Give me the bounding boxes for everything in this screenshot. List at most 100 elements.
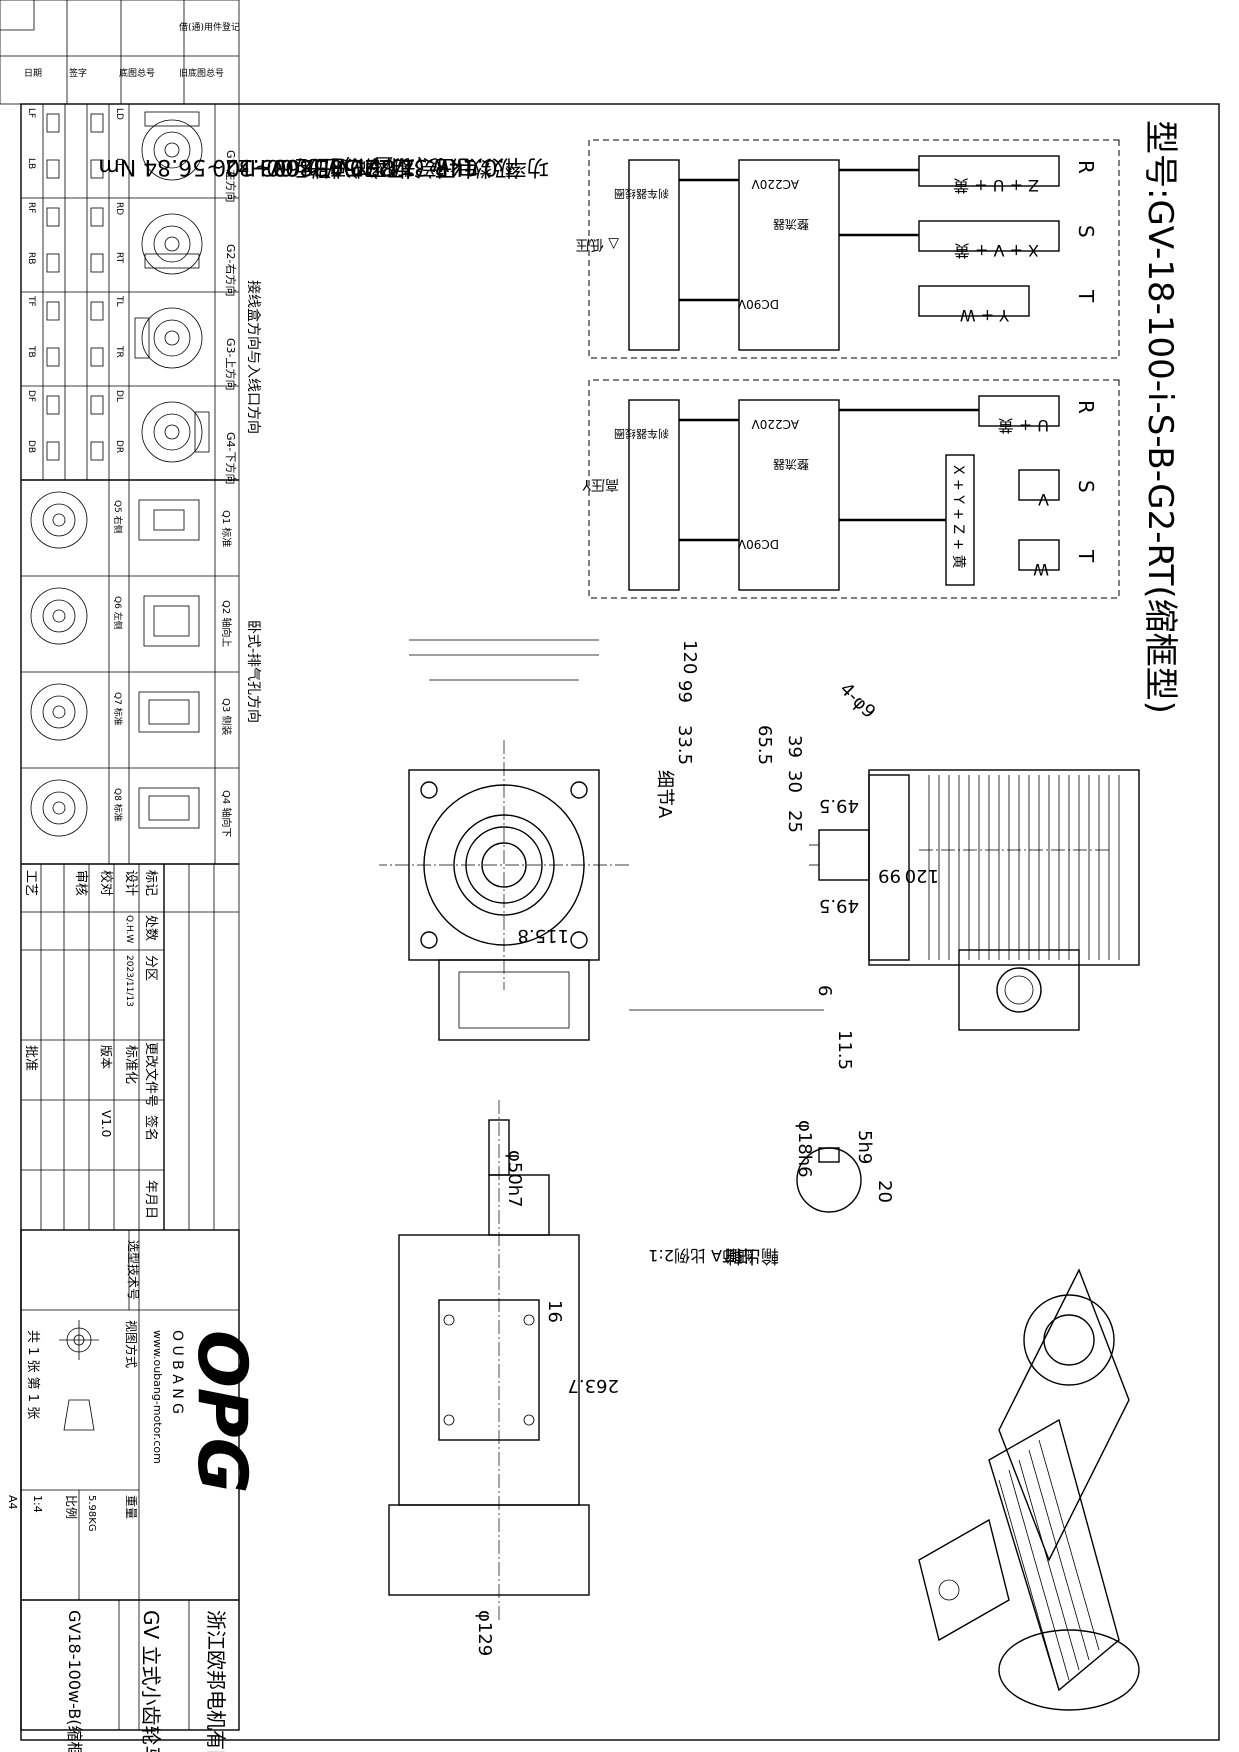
code-rf: RF <box>26 202 36 213</box>
low-ac: AC220V <box>751 177 799 191</box>
high-term-2: V <box>1038 490 1049 509</box>
low-pair-2: X + V + 黄 <box>954 241 1039 260</box>
dim-129: φ129 <box>474 1610 495 1656</box>
header-cell-1: 借(通)用件登记 <box>179 21 240 33</box>
dir-g1: G1-左方向 <box>224 150 238 203</box>
detail-a-label: 细节A <box>654 770 675 819</box>
code-df: DF <box>26 390 36 402</box>
rev-zone: 分区 <box>143 955 158 981</box>
low-mode: △ 低压 <box>576 236 619 252</box>
role-standard: 标准化 <box>123 1045 138 1084</box>
code-rt: RT <box>114 252 124 264</box>
weight-value: 5.98KG <box>86 1495 97 1532</box>
high-star: X + Y + Z + 黄 <box>950 465 967 569</box>
low-phase-t: T <box>1074 289 1098 303</box>
spec-torque: 扭矩:33.32~56.84 Nm <box>98 154 339 179</box>
dir-g4: G4-下方向 <box>224 432 238 485</box>
exhaust-q7: Q7 标准 <box>112 692 124 726</box>
high-unit-label: 整流器 <box>773 457 809 472</box>
dim-side-115: 11.5 <box>834 1030 855 1070</box>
spec-voltage: 电压:3相220V/380V <box>270 154 479 179</box>
high-mode: 高压Y <box>582 476 619 493</box>
dir-g2: G2-右方向 <box>224 244 238 297</box>
spec-list: 功率:0.1kw (1/8HP) 极数:4P 电压:3相220V/380V 接法… <box>98 154 549 179</box>
product-name: GV 立式小齿轮马达 <box>139 1610 163 1752</box>
dim-2637: 263.7 <box>567 1375 619 1396</box>
dim-front-335: 33.5 <box>674 725 695 765</box>
dim-front-120h: 120 <box>905 865 939 886</box>
dim-50h7: φ50h7 <box>504 1150 525 1208</box>
exhaust-q5: Q5 右侧 <box>112 500 124 534</box>
high-term-1: U + 黄 <box>998 416 1049 435</box>
rev-doc: 更改文件号 <box>143 1042 158 1107</box>
dim-side-6: 6 <box>814 985 835 996</box>
code-lf: LF <box>26 108 36 118</box>
version-value: V1.0 <box>99 1110 113 1137</box>
code-dr: DR <box>114 440 124 453</box>
low-phase-s: S <box>1074 225 1098 238</box>
dim-18h6: φ18h6 <box>794 1120 815 1178</box>
low-pair-3: Y + W <box>960 306 1010 325</box>
projection-symbol-icon <box>59 1320 99 1431</box>
role-design: 设计 <box>123 870 138 896</box>
role-review: 审核 <box>73 870 88 896</box>
dim-front-495a: 49.5 <box>819 795 859 816</box>
design-date: 2023/11/13 <box>124 955 134 1007</box>
dim-front-655: 65.5 <box>754 725 775 765</box>
designer-name: Q.H.W <box>124 915 134 943</box>
rev-mark: 标记 <box>143 870 158 896</box>
exhaust-q3: Q3 侧装 <box>220 698 233 735</box>
dim-front-1158: 115.8 <box>517 925 569 946</box>
role-approve: 批准 <box>23 1045 38 1071</box>
brand-logo: OPG <box>182 1330 261 1493</box>
dim-20: 20 <box>874 1180 895 1203</box>
box-dir-title: 接线盒方向与入线口方向 <box>245 280 262 434</box>
header-cell-3: 底图总号 <box>119 67 155 79</box>
left-strip: 借(通)用件登记 旧底图总号 底图总号 签字 日期 G1-左方向 G2-右方向 … <box>0 0 262 1752</box>
scale-label: 比例 <box>64 1495 78 1519</box>
role-check: 校对 <box>98 870 114 896</box>
spec-frequency: 频率:50Hz/60Hz <box>238 154 409 179</box>
code-lb: LB <box>26 158 36 169</box>
low-phase-r: R <box>1074 160 1098 174</box>
model-title: 型号:GV-18-100-i-S-B-G2-RT(缩框型) <box>1140 120 1180 714</box>
header-cell-2: 旧底图总号 <box>179 67 224 79</box>
shaft-note: 細節A 比例2:1 <box>648 1246 754 1265</box>
isometric-view <box>918 1268 1140 1711</box>
shaft-detail: φ18h6 5h9 20 輸出軸 細節A 比例2:1 <box>648 1120 895 1266</box>
high-brake: 刹车器线圈 <box>614 427 669 441</box>
weight-label: 重量 <box>124 1495 138 1519</box>
code-dl: DL <box>114 390 124 402</box>
high-phase-t: T <box>1074 549 1098 563</box>
code-tl: TL <box>114 295 124 307</box>
dim-16: 16 <box>544 1300 565 1323</box>
dir-g3: G3-上方向 <box>224 338 238 391</box>
sheet-count: 共 1 张 第 1 张 <box>25 1330 40 1419</box>
rev-sign: 签名 <box>143 1115 159 1141</box>
brand-sub: O U B A N G <box>169 1330 185 1414</box>
dim-front-495b: 49.5 <box>819 895 859 916</box>
code-rd: RD <box>114 202 124 215</box>
spec-power: 功率:0.1kw (1/8HP) <box>342 154 549 179</box>
header-cell-4: 签字 <box>69 67 87 79</box>
high-term-3: W <box>1033 560 1049 579</box>
top-view: φ50h7 16 263.7 φ129 <box>388 1100 619 1656</box>
wiring-low: R S T Z + U + 黄 X + V + 黄 Y + W AC220V 整… <box>576 139 1120 359</box>
projection-label: 视图方式 <box>124 1320 139 1368</box>
rev-date: 年月日 <box>143 1180 158 1219</box>
side-view: 39 30 25 6 11.5 <box>784 735 1140 1070</box>
dim-side-30: 30 <box>784 770 805 793</box>
code-tb: TB <box>26 345 36 358</box>
dim-side-25: 25 <box>784 810 805 833</box>
paper-size: A4 <box>6 1495 19 1510</box>
dim-5h9: 5h9 <box>854 1130 875 1164</box>
exhaust-q6: Q6 左侧 <box>112 596 124 630</box>
role-process: 工艺 <box>23 870 38 896</box>
company-name: 浙江欧邦电机有限公司 <box>204 1610 228 1752</box>
spec-poles: 极数:4P <box>435 154 514 179</box>
low-brake: 刹车器线圈 <box>614 187 669 201</box>
dim-front-120w: 120 <box>679 640 700 674</box>
rev-count: 处数 <box>143 915 158 941</box>
